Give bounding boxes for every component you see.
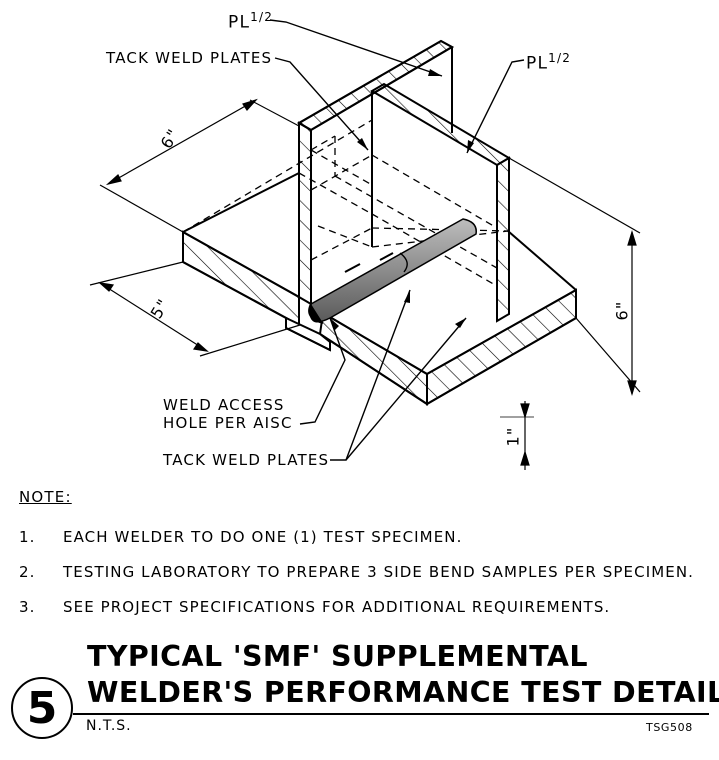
isometric-weld-test-drawing [89, 19, 641, 470]
scale-label: N.T.S. [86, 718, 132, 734]
weld-access-label-line1: WELD ACCESS [163, 396, 285, 414]
dimension-lines [89, 98, 641, 470]
vertical-plate-right [370, 82, 511, 323]
plate-symbol: PL [228, 12, 251, 33]
plate-symbol: PL [526, 53, 549, 74]
note-number: 3. [19, 598, 36, 616]
detail-number-bubble: 5 [11, 677, 73, 739]
detail-number: 5 [26, 682, 58, 734]
base-plate-section-left [182, 230, 300, 327]
plate-label-right: PL1/2 [526, 50, 571, 73]
dimension-1: 1" [503, 426, 523, 447]
detail-title-line2: WELDER'S PERFORMANCE TEST DETAIL [87, 676, 719, 709]
title-underline [73, 713, 709, 715]
leader-lines [269, 19, 525, 461]
leader-arrowheads [330, 69, 474, 331]
plate-size: 1/2 [548, 51, 572, 65]
detail-title-line1: TYPICAL 'SMF' SUPPLEMENTAL [87, 640, 588, 673]
plate-label-top: PL1/2 [228, 9, 273, 32]
tack-weld-label-top: TACK WELD PLATES [106, 49, 273, 67]
note-text: SEE PROJECT SPECIFICATIONS FOR ADDITIONA… [63, 598, 611, 616]
note-text: EACH WELDER TO DO ONE (1) TEST SPECIMEN. [63, 528, 463, 546]
note-number: 2. [19, 563, 36, 581]
note-number: 1. [19, 528, 36, 546]
weld-access-label-line2: HOLE PER AISC [163, 414, 293, 432]
plate-size: 1/2 [250, 10, 274, 24]
sheet-code: TSG508 [646, 721, 693, 734]
vertical-plate-left-top [297, 39, 455, 132]
vertical-plate-left-section [298, 121, 312, 306]
tack-weld-label-bottom: TACK WELD PLATES [163, 451, 330, 469]
dimension-6-right: 6" [612, 300, 632, 321]
note-text: TESTING LABORATORY TO PREPARE 3 SIDE BEN… [63, 563, 695, 581]
weld-bead [308, 218, 477, 324]
hidden-lines [182, 119, 509, 287]
notes-heading: NOTE: [19, 488, 72, 506]
